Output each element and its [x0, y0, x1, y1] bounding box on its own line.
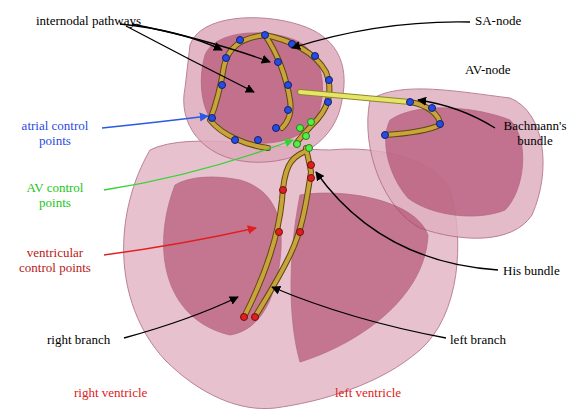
callout-label: Bachmann's bundle: [497, 118, 573, 148]
callout-label: internodal pathways: [36, 13, 141, 28]
heart-shell: [124, 18, 543, 409]
heart-chambers: [164, 33, 523, 362]
leader-lines: [102, 22, 498, 338]
callout-label: right ventricle: [74, 385, 147, 400]
conduction-system: [210, 35, 440, 317]
callout-label: AV control points: [10, 180, 100, 210]
callout-label: SA-node: [475, 13, 521, 28]
callout-label: right branch: [47, 332, 110, 347]
callout-label: atrial control points: [10, 118, 100, 148]
callout-label: left branch: [450, 332, 506, 347]
av-control-points: [294, 119, 315, 152]
callout-label: AV-node: [465, 62, 511, 77]
callout-label: His bundle: [503, 263, 560, 278]
callout-label: left ventricle: [335, 385, 401, 400]
ventricular-control-points: [241, 162, 315, 321]
callout-label: ventricular control points: [10, 245, 100, 275]
